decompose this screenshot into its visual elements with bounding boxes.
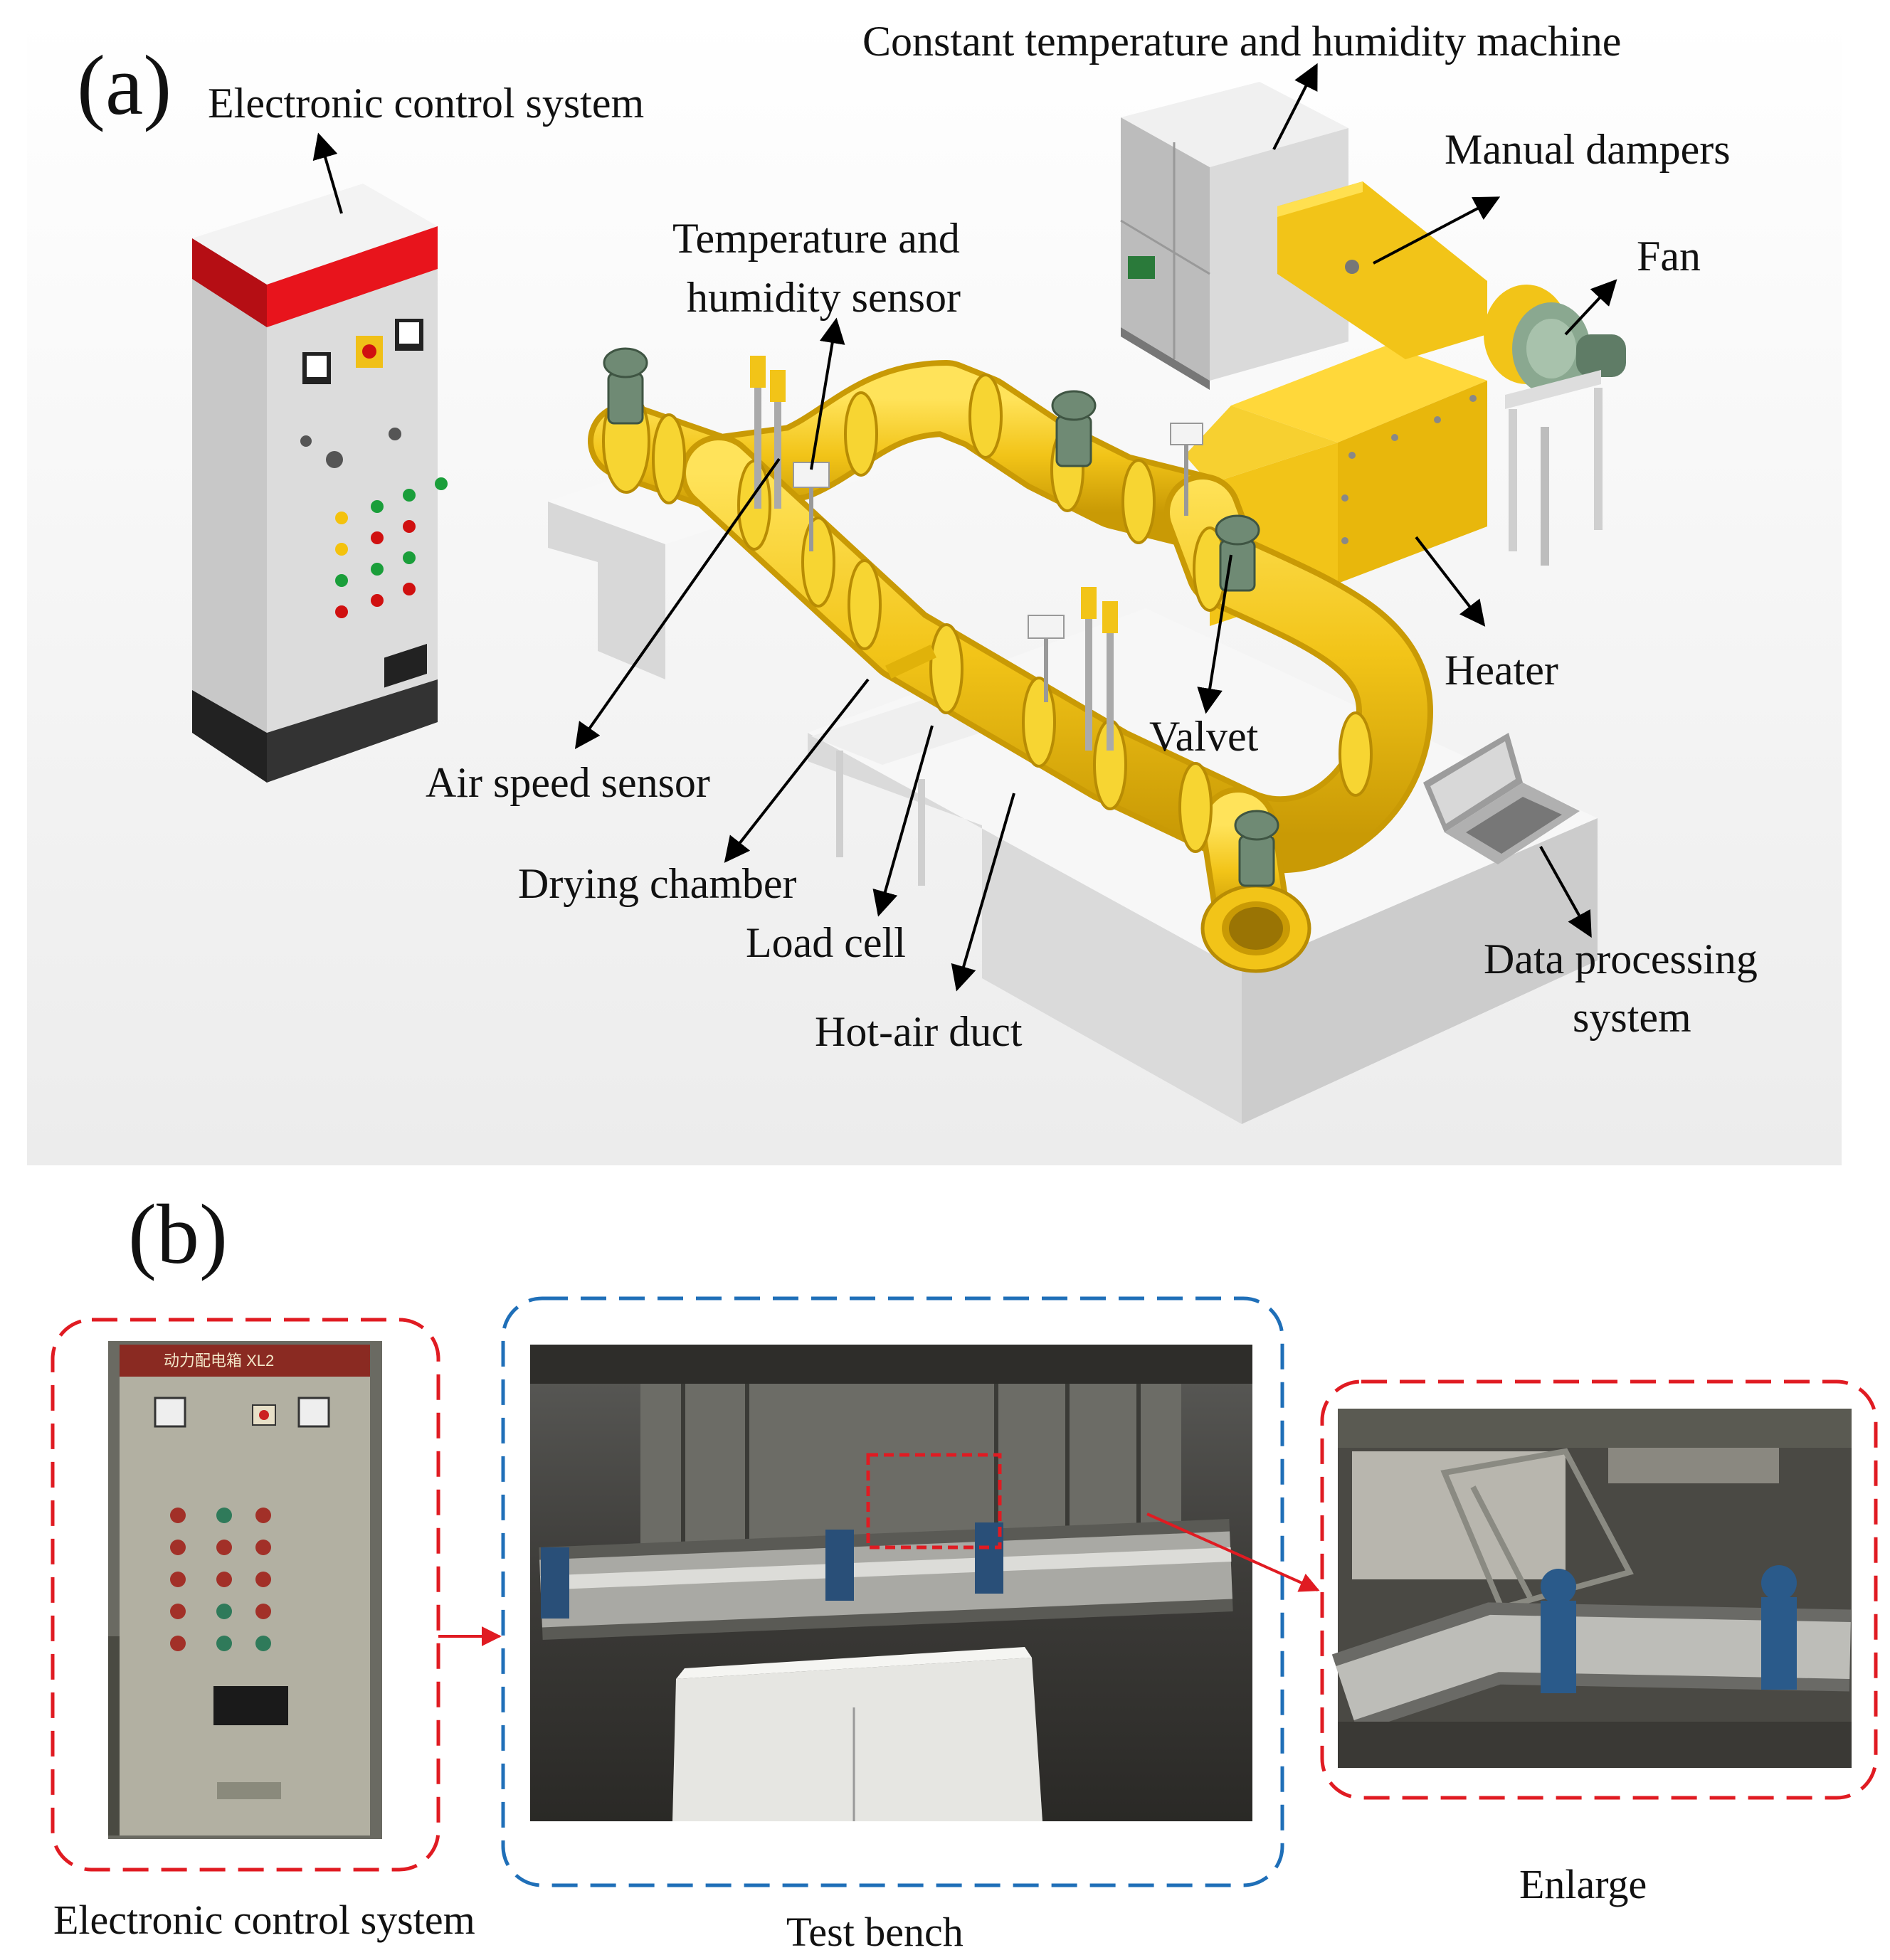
caption-enlarge: Enlarge (1519, 1861, 1647, 1907)
electronic-cabinet-render (192, 184, 448, 783)
label-air-speed-sensor: Air speed sensor (426, 759, 710, 806)
arrow-data-processing (1539, 846, 1592, 938)
photo-enlarge (1331, 1409, 1852, 1768)
label-electronic-control-system: Electronic control system (208, 80, 644, 127)
photo-test-bench (530, 1345, 1252, 1821)
caption-test-bench: Test bench (786, 1909, 964, 1955)
label-data-processing-line2: system (1573, 994, 1691, 1041)
arrow-fan (1564, 279, 1617, 336)
label-constant-temperature-machine: Constant temperature and humidity machin… (862, 18, 1621, 65)
arrow-heater (1415, 536, 1486, 627)
caption-electronic-control-system: Electronic control system (53, 1897, 475, 1943)
label-hot-air-duct: Hot-air duct (815, 1008, 1023, 1055)
sensors-render (750, 356, 1203, 751)
frame-enlarge (1320, 1379, 1878, 1800)
arrow-zoom-to-enlarge (1146, 1513, 1320, 1592)
arrow-temperature-sensor (810, 317, 845, 470)
laptop-render (1423, 733, 1580, 864)
photo-electronic-cabinet: 动力配电箱 XL2 (108, 1341, 382, 1839)
duct-outlet-render (1200, 884, 1311, 973)
zoom-region-box (866, 1453, 1002, 1550)
label-fan: Fan (1637, 233, 1701, 280)
fan-render (1505, 302, 1626, 566)
cabinet-plate-text: 动力配电箱 XL2 (164, 1352, 274, 1370)
label-drying-chamber: Drying chamber (518, 860, 797, 907)
panel-a-letter: (a) (77, 38, 171, 132)
label-manual-dampers: Manual dampers (1445, 126, 1731, 173)
arrow-valvet (1197, 554, 1232, 714)
arrow-drying-chamber (724, 678, 870, 863)
label-temperature-sensor-line2: humidity sensor (687, 274, 961, 321)
duct-flanges-render (602, 374, 1373, 853)
valves-render (603, 347, 1279, 887)
frame-test-bench (501, 1296, 1284, 1887)
frame-electronic-control (51, 1318, 440, 1872)
arrow-electronic-control (312, 132, 343, 214)
arrow-hot-air-duct (951, 793, 1015, 992)
label-temperature-sensor-line1: Temperature and (672, 215, 960, 262)
leader-arrows (312, 63, 1617, 992)
arrow-air-speed-sensor (574, 457, 781, 749)
label-heater: Heater (1445, 647, 1558, 694)
label-valvet: Valvet (1149, 713, 1259, 760)
label-data-processing-line1: Data processing (1484, 936, 1758, 982)
panel-b-letter: (b) (128, 1187, 228, 1281)
arrow-load-cell (872, 725, 934, 917)
label-load-cell: Load cell (746, 919, 906, 966)
arrow-manual-dampers (1373, 196, 1501, 265)
arrow-constant-temperature (1272, 63, 1318, 150)
